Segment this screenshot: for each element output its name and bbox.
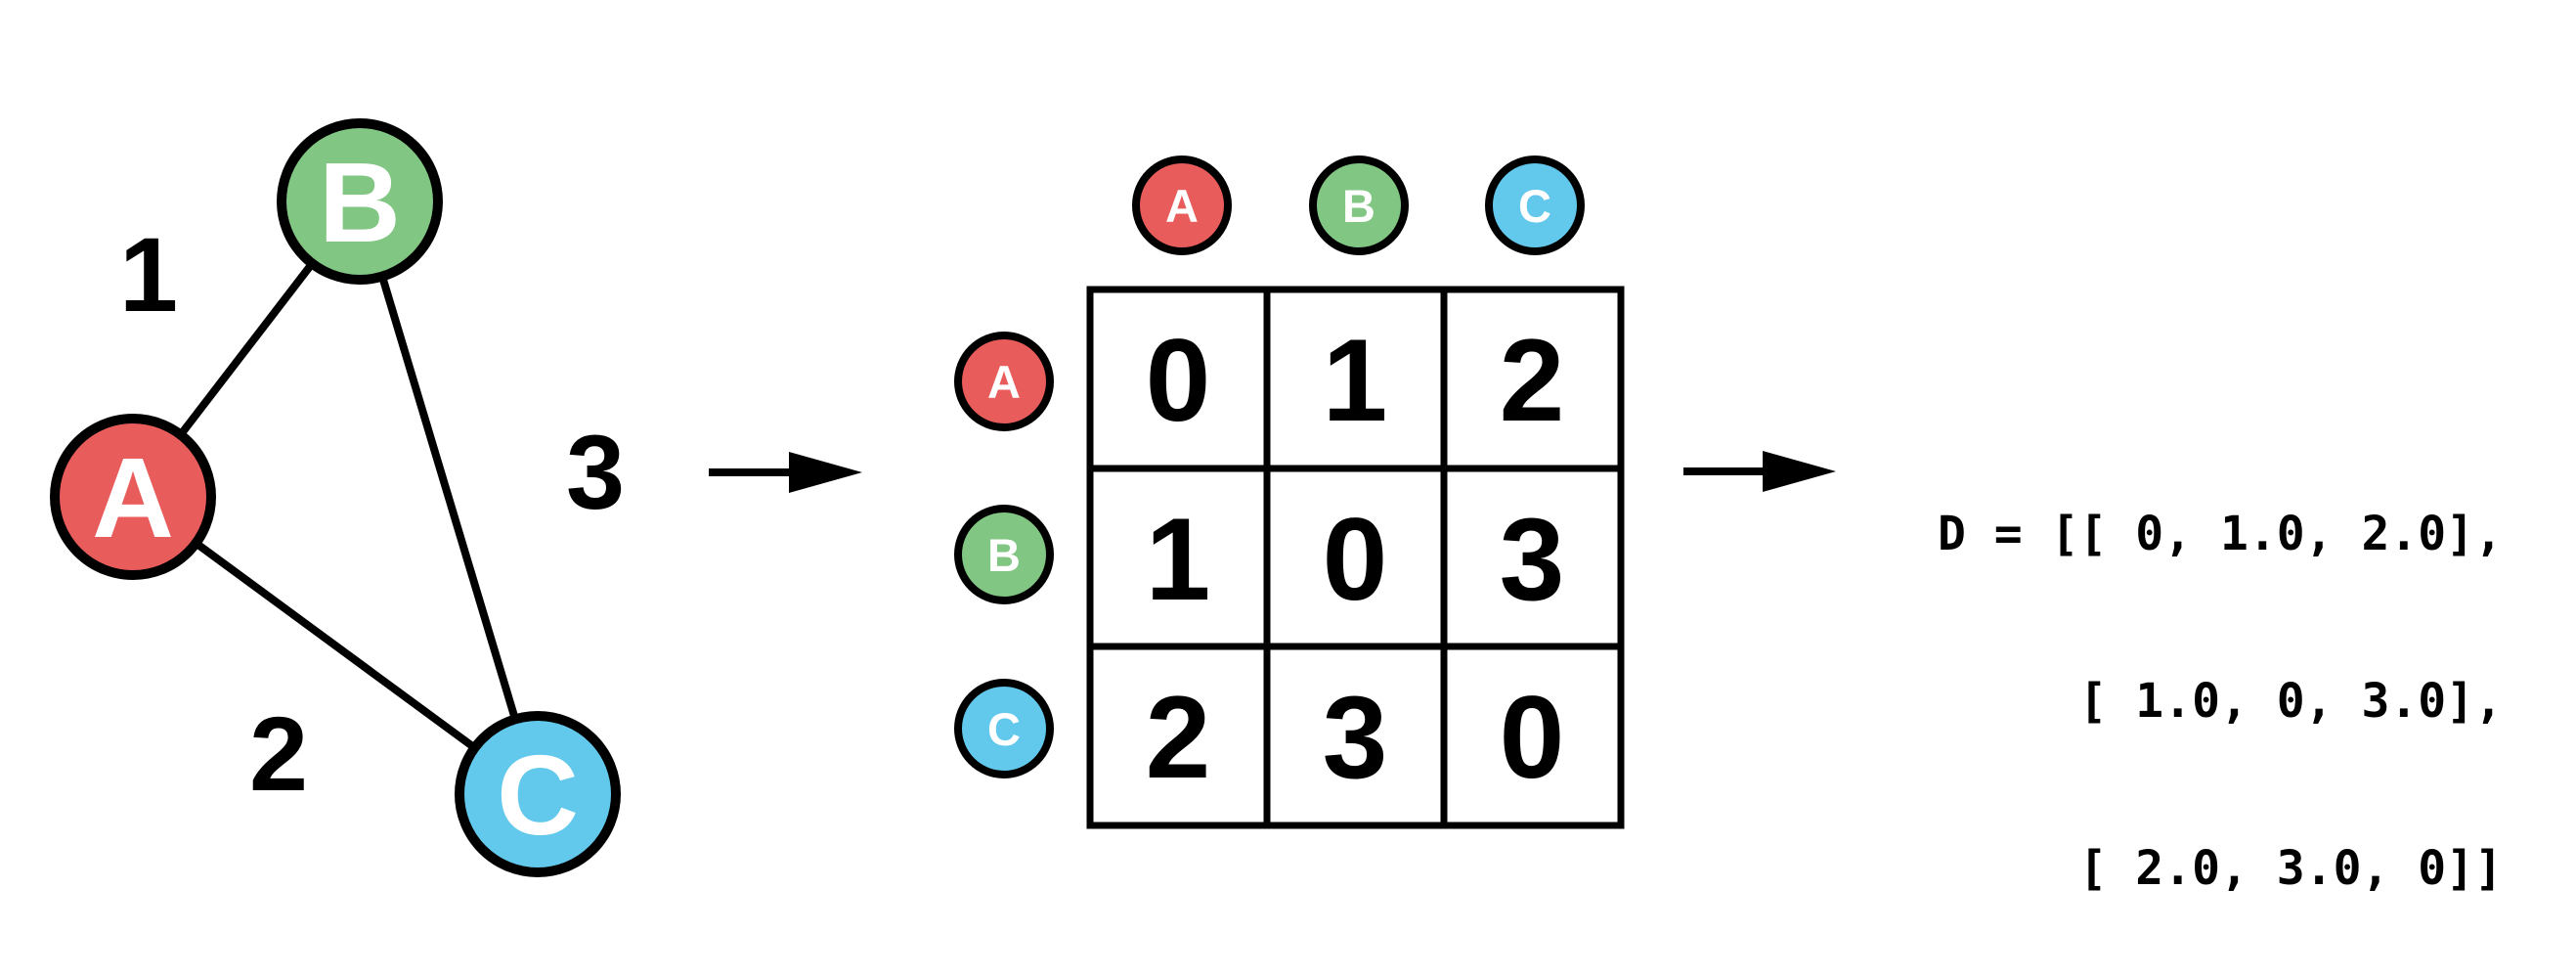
matrix-cell-value: 0 [1323,494,1388,625]
matrix-row-header-c [954,679,1054,778]
code-line-3: [ 2.0, 3.0, 0]] [1938,841,2503,896]
matrix-cell-value: 1 [1323,315,1388,446]
matrix-column-headers: A B C [1132,156,1585,255]
matrix-col-header-c [1485,156,1585,255]
matrix-col-header-a-label: A [1165,180,1199,232]
edge-weight-label-ac: 2 [249,694,308,813]
matrix-values: 0 1 2 1 0 3 2 3 0 [1146,315,1565,803]
matrix-cell-value: 0 [1500,672,1565,803]
matrix-row-header-c-label: C [987,703,1021,755]
matrix-cell-value: 0 [1146,315,1211,446]
graph-section: 1 2 3 A B C [50,118,625,877]
graph-edge-b-c [356,200,542,796]
matrix-cell-value: 1 [1146,494,1211,625]
graph-node-c [455,711,621,877]
matrix-cell-value: 2 [1500,315,1565,446]
matrix-col-header-a [1132,156,1232,255]
grid-outline [1086,286,1625,829]
matrix-row-header-b-label: B [987,529,1021,581]
matrix-cell-value: 2 [1146,672,1211,803]
graph-node-b-label: B [319,139,401,266]
code-line-1: D = [[ 0, 1.0, 2.0], [1938,507,2503,561]
arrow-head [789,452,862,493]
matrix-to-code-arrow-icon [1683,451,1836,492]
graph-node-a-label: A [92,434,174,561]
arrow-head [1763,451,1836,492]
graph-node-a [50,414,216,580]
code-line-2: [ 1.0, 0, 3.0], [1938,674,2503,729]
matrix-row-headers: A B C [954,332,1054,778]
edge-weight-label-bc: 3 [566,413,625,531]
matrix-row-header-a-label: A [987,356,1021,408]
matrix-col-header-c-label: C [1518,180,1551,232]
graph-edge-a-c [130,493,541,798]
graph-node-c-label: C [497,732,579,859]
matrix-col-header-b-label: B [1342,180,1375,232]
graph-to-matrix-arrow-icon [709,452,862,493]
edge-weight-label-ab: 1 [119,215,178,333]
matrix-col-header-b [1309,156,1409,255]
matrix-row-header-a [954,332,1054,431]
matrix-grid [1086,286,1625,829]
matrix-section: A B C A B C [954,156,1625,829]
matrix-cell-value: 3 [1500,494,1565,625]
matrix-row-header-b [954,505,1054,604]
matrix-cell-value: 3 [1323,672,1388,803]
distance-matrix-code: D = [[ 0, 1.0, 2.0], [ 1.0, 0, 3.0], [ 2… [1938,395,2503,978]
graph-node-b [277,118,443,285]
